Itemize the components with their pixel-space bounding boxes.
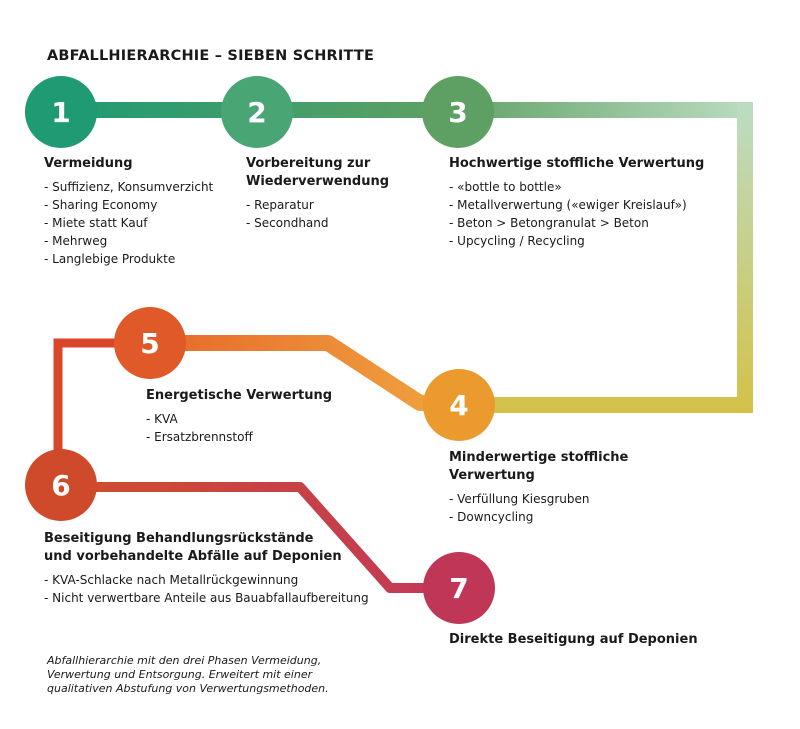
track-right (455, 102, 753, 413)
list-item: KVA (146, 410, 332, 428)
step-2-list: Reparatur Secondhand (246, 196, 389, 232)
step-5-heading-line: Energetische Verwertung (146, 388, 333, 403)
list-item: Suffizienz, Konsumverzicht (44, 178, 213, 196)
list-item: Beton > Betongranulat > Beton (449, 214, 704, 232)
step-1-list: Suffizienz, Konsumverzicht Sharing Econo… (44, 178, 213, 268)
step-5-list: KVA Ersatzbrennstoff (146, 410, 332, 446)
step-7-heading: Direkte Beseitigung auf Deponien (449, 631, 698, 649)
step-3-list: «bottle to bottle» Metallverwertung («ew… (449, 178, 704, 250)
list-item: Secondhand (246, 214, 389, 232)
step-4-marker: 4 (423, 369, 495, 441)
list-item: Upcycling / Recycling (449, 232, 704, 250)
list-item: Nicht verwertbare Anteile aus Bauabfalla… (44, 589, 368, 607)
list-item: Sharing Economy (44, 196, 213, 214)
step-7-block: Direkte Beseitigung auf Deponien (449, 631, 698, 654)
step-1-block: Vermeidung Suffizienz, Konsumverzicht Sh… (44, 155, 213, 268)
list-item: Miete statt Kauf (44, 214, 213, 232)
step-5-block: Energetische Verwertung KVA Ersatzbrenns… (146, 387, 332, 446)
list-item: Langlebige Produkte (44, 250, 213, 268)
step-4-list: Verfüllung Kiesgruben Downcycling (449, 490, 628, 526)
step-4-heading-line: Minderwertige stoffliche (449, 450, 629, 465)
list-item: Downcycling (449, 508, 628, 526)
caption-line: Abfallhierarchie mit den drei Phasen Ver… (47, 654, 322, 667)
figure-caption: Abfallhierarchie mit den drei Phasen Ver… (47, 654, 347, 696)
list-item: Mehrweg (44, 232, 213, 250)
list-item: KVA-Schlacke nach Metallrückgewinnung (44, 571, 369, 589)
step-5-heading: Energetische Verwertung (146, 387, 332, 405)
step-6-block: Beseitigung Behandlungsrückstände und vo… (44, 530, 369, 607)
step-6-heading: Beseitigung Behandlungsrückstände und vo… (44, 530, 369, 566)
list-item: Ersatzbrennstoff (146, 428, 332, 446)
step-2-block: Vorbereitung zur Wiederverwendung Repara… (246, 155, 389, 232)
step-4-number: 4 (449, 389, 468, 422)
step-1-heading: Vermeidung (44, 155, 213, 173)
step-7-number: 7 (449, 572, 468, 605)
step-3-number: 3 (448, 96, 467, 129)
step-5-marker: 5 (114, 307, 186, 379)
step-2-number: 2 (247, 96, 266, 129)
step-2-heading-line: Vorbereitung zur (246, 156, 371, 171)
step-3-marker: 3 (422, 76, 494, 148)
step-3-block: Hochwertige stoffliche Verwertung «bottl… (449, 155, 704, 250)
step-6-heading-line: und vorbehandelte Abfälle auf Deponien (44, 549, 342, 564)
step-7-marker: 7 (423, 552, 495, 624)
step-3-heading-line: Hochwertige stoffliche Verwertung (449, 156, 705, 171)
step-4-heading: Minderwertige stoffliche Verwertung (449, 449, 628, 485)
step-5-number: 5 (140, 327, 159, 360)
step-2-heading: Vorbereitung zur Wiederverwendung (246, 155, 389, 191)
step-6-list: KVA-Schlacke nach Metallrückgewinnung Ni… (44, 571, 369, 607)
step-4-block: Minderwertige stoffliche Verwertung Verf… (449, 449, 628, 526)
list-item: «bottle to bottle» (449, 178, 704, 196)
step-2-marker: 2 (221, 76, 293, 148)
step-1-marker: 1 (25, 76, 97, 148)
step-1-heading-line: Vermeidung (44, 156, 133, 171)
caption-line: Verwertung und Entsorgung. Erweitert mit… (47, 668, 313, 681)
step-6-number: 6 (51, 469, 70, 502)
step-3-heading: Hochwertige stoffliche Verwertung (449, 155, 704, 173)
list-item: Metallverwertung («ewiger Kreislauf») (449, 196, 704, 214)
caption-line: qualitativen Abstufung von Verwertungsme… (47, 682, 329, 695)
step-7-heading-line: Direkte Beseitigung auf Deponien (449, 632, 698, 647)
step-4-heading-line: Verwertung (449, 468, 535, 483)
list-item: Reparatur (246, 196, 389, 214)
step-1-number: 1 (51, 96, 70, 129)
page-title: ABFALLHIERARCHIE – SIEBEN SCHRITTE (47, 48, 375, 64)
step-6-heading-line: Beseitigung Behandlungsrückstände (44, 531, 314, 546)
step-2-heading-line: Wiederverwendung (246, 174, 390, 189)
step-6-marker: 6 (25, 449, 97, 521)
list-item: Verfüllung Kiesgruben (449, 490, 628, 508)
